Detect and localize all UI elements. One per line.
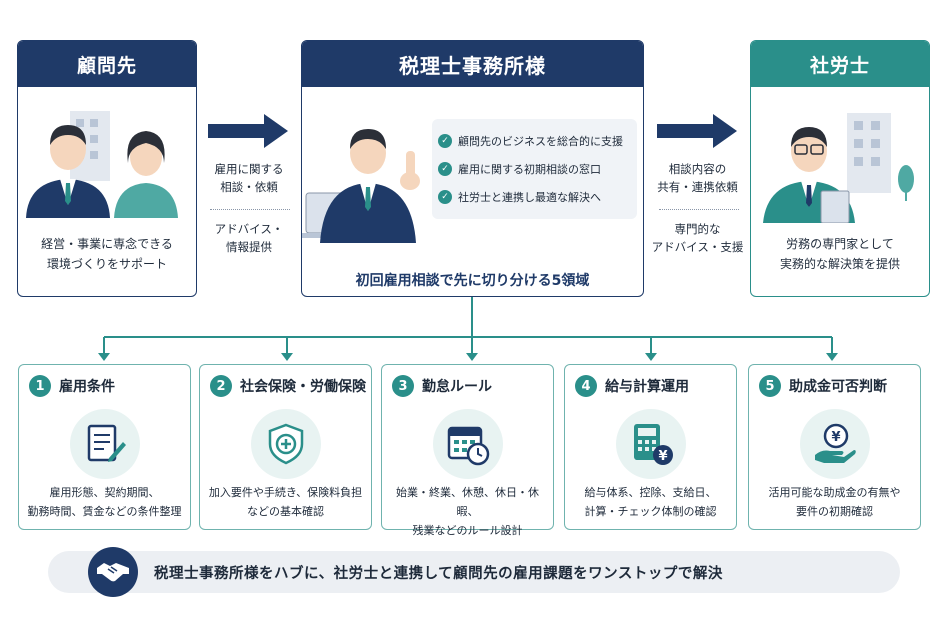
left-arrow-label-top: 雇用に関する 相談・依頼 bbox=[214, 162, 284, 194]
check-icon: ✓ bbox=[438, 190, 452, 204]
calculator-yen-icon: ¥ bbox=[615, 409, 686, 479]
tax-office-bullet: ✓顧問先のビジネスを総合的に支援 bbox=[438, 127, 631, 155]
calendar-clock-icon bbox=[432, 409, 503, 479]
client-caption: 経営・事業に専念できる 環境づくりをサポート bbox=[41, 237, 173, 271]
svg-text:¥: ¥ bbox=[831, 430, 840, 445]
right-arrow-label-top: 相談内容の 共有・連携依頼 bbox=[657, 162, 738, 194]
summary-banner: 税理士事務所様をハブに、社労士と連携して顧問先の雇用課題をワンストップで解決 bbox=[48, 547, 900, 597]
check-icon: ✓ bbox=[438, 134, 452, 148]
left-arrow-label-bottom: アドバイス・ 情報提供 bbox=[214, 222, 284, 254]
yen-coin-hand-icon: ¥ bbox=[799, 409, 870, 479]
right-arrow-label-bottom: 専門的な アドバイス・支援 bbox=[651, 222, 744, 254]
client-box: 顧問先 経営・事業に専念できる 環境づくりをサポート bbox=[17, 40, 197, 297]
sharoushi-illustration bbox=[763, 113, 914, 223]
summary-banner-text: 税理士事務所様をハブに、社労士と連携して顧問先の雇用課題をワンストップで解決 bbox=[154, 565, 723, 582]
left-arrow-divider bbox=[210, 209, 290, 210]
arrow-right-icon bbox=[657, 114, 737, 148]
sharoushi-box: 社労士 労務の専門家として 実務的な解決策を提供 bbox=[750, 40, 930, 297]
tax-office-bullet: ✓雇用に関する初期相談の窓口 bbox=[438, 155, 631, 183]
sharoushi-caption: 労務の専門家として 実務的な解決策を提供 bbox=[779, 237, 900, 271]
arrow-right-icon bbox=[208, 114, 288, 148]
svg-text:¥: ¥ bbox=[658, 449, 667, 464]
client-title: 顧問先 bbox=[18, 41, 196, 87]
sharoushi-title: 社労士 bbox=[751, 41, 929, 87]
tax-office-bullet-panel: ✓顧問先のビジネスを総合的に支援 ✓雇用に関する初期相談の窓口 ✓社労士と連携し… bbox=[432, 119, 637, 219]
handshake-icon bbox=[88, 547, 138, 597]
check-icon: ✓ bbox=[438, 162, 452, 176]
tax-office-title: 税理士事務所様 bbox=[302, 41, 643, 87]
shield-plus-icon bbox=[250, 409, 321, 479]
client-people-illustration bbox=[26, 111, 178, 218]
tax-office-bullet: ✓社労士と連携し最適な解決へ bbox=[438, 183, 631, 211]
tax-office-caption: 初回雇用相談で先に切り分ける5領域 bbox=[355, 273, 590, 289]
right-arrow-divider bbox=[659, 209, 739, 210]
tax-office-box: 税理士事務所様 ✓顧問先のビジネスを総合的に支援 ✓雇用に関する初期相談の窓口 … bbox=[301, 40, 644, 297]
connector-tree bbox=[98, 297, 838, 361]
accountant-illustration bbox=[302, 129, 420, 243]
document-pen-icon bbox=[69, 409, 140, 479]
